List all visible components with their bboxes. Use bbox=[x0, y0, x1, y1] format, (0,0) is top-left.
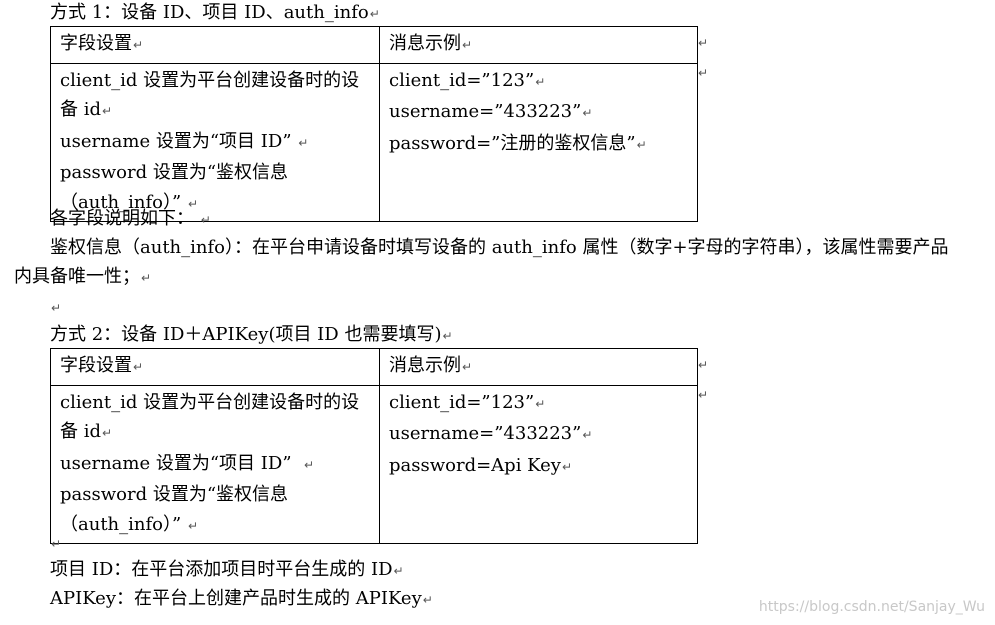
section1-left-line-4: password 设置为“鉴权信息 bbox=[60, 162, 289, 183]
empty-paragraph: ↵ bbox=[50, 530, 61, 557]
section2-header-message-example: 消息示例↵ bbox=[379, 348, 698, 386]
section1-left-line-3: username 设置为“项目 ID” ↵ bbox=[60, 130, 309, 152]
section1-title-text: 方式 1：设备 ID、项目 ID、auth_info bbox=[50, 2, 369, 23]
section2-left-line-5: （auth_info）” ↵ bbox=[60, 513, 198, 535]
section2-header-field-setting: 字段设置↵ bbox=[50, 348, 380, 386]
apikey-description: APIKey：在平台上创建产品时生成的 APIKey↵ bbox=[50, 588, 433, 609]
section2-left-line-3: username 设置为“项目 ID” ↵ bbox=[60, 452, 315, 474]
auth-info-description-line2: 内具备唯一性；↵ bbox=[14, 266, 152, 287]
paragraph-mark-icon: ↵ bbox=[393, 564, 404, 578]
section2-message-examples-cell: client_id=”123”↵ username=”433223”↵ pass… bbox=[379, 384, 698, 544]
section2-table: 字段设置↵ 消息示例↵ client_id 设置为平台创建设备时的设 备 id↵… bbox=[50, 348, 698, 544]
section2-right-line-1: client_id=”123”↵ bbox=[389, 391, 546, 413]
section2-title-text: 方式 2：设备 ID＋APIKey(项目 ID 也需要填写) bbox=[50, 324, 442, 345]
section1-right-line-2: username=”433223”↵ bbox=[389, 101, 593, 122]
section2-right-line-2: username=”433223”↵ bbox=[389, 423, 593, 444]
section1-header-message-example: 消息示例↵ bbox=[379, 26, 698, 64]
section1-table-header-row: 字段设置↵ 消息示例↵ bbox=[50, 26, 698, 64]
section1-left-line-5: （auth_info）” ↵ bbox=[60, 191, 198, 213]
notes-heading: 各字段说明如下： ↵ bbox=[50, 208, 211, 229]
paragraph-mark-icon: ↵ bbox=[561, 459, 573, 474]
watermark: https://blog.csdn.net/Sanjay_Wu bbox=[758, 599, 985, 615]
paragraph-mark-icon: ↵ bbox=[422, 593, 433, 607]
paragraph-mark-icon: ↵ bbox=[102, 104, 113, 118]
row-end-mark-icon: ↵ bbox=[698, 388, 709, 402]
section1-message-examples-cell: client_id=”123”↵ username=”433223”↵ pass… bbox=[379, 62, 698, 222]
paragraph-mark-icon: ↵ bbox=[51, 301, 62, 315]
row-end-mark-icon: ↵ bbox=[698, 358, 709, 372]
paragraph-mark-icon: ↵ bbox=[303, 457, 315, 472]
paragraph-mark-icon: ↵ bbox=[200, 213, 211, 227]
section2-table-header-row: 字段设置↵ 消息示例↵ bbox=[50, 348, 698, 386]
section1-left-line-2: 备 id↵ bbox=[60, 99, 113, 120]
empty-paragraph: ↵ bbox=[50, 294, 61, 321]
paragraph-mark-icon: ↵ bbox=[141, 271, 152, 285]
section1-table-body-row: client_id 设置为平台创建设备时的设 备 id↵ username 设置… bbox=[50, 62, 698, 222]
section2-left-line-1: client_id 设置为平台创建设备时的设 bbox=[60, 391, 360, 413]
paragraph-mark-icon: ↵ bbox=[462, 360, 473, 374]
section2-field-settings-cell: client_id 设置为平台创建设备时的设 备 id↵ username 设置… bbox=[50, 384, 380, 544]
section2-left-line-4: password 设置为“鉴权信息 bbox=[60, 484, 289, 505]
paragraph-mark-icon: ↵ bbox=[369, 7, 380, 21]
paragraph-mark-icon: ↵ bbox=[582, 428, 593, 442]
section1-header-field-setting: 字段设置↵ bbox=[50, 26, 380, 64]
section2-title: 方式 2：设备 ID＋APIKey(项目 ID 也需要填写)↵ bbox=[50, 322, 453, 349]
paragraph-mark-icon: ↵ bbox=[298, 135, 309, 150]
paragraph-mark-icon: ↵ bbox=[133, 38, 144, 52]
paragraph-mark-icon: ↵ bbox=[102, 426, 113, 440]
section1-field-settings-cell: client_id 设置为平台创建设备时的设 备 id↵ username 设置… bbox=[50, 62, 380, 222]
paragraph-mark-icon: ↵ bbox=[442, 329, 453, 343]
paragraph-mark-icon: ↵ bbox=[187, 518, 198, 533]
section1-table: 字段设置↵ 消息示例↵ client_id 设置为平台创建设备时的设 备 id↵… bbox=[50, 26, 698, 222]
paragraph-mark-icon: ↵ bbox=[187, 196, 198, 211]
paragraph-mark-icon: ↵ bbox=[636, 137, 647, 152]
project-id-description: 项目 ID：在平台添加项目时平台生成的 ID↵ bbox=[50, 559, 404, 580]
section1-right-line-1: client_id=”123”↵ bbox=[389, 69, 546, 91]
paragraph-mark-icon: ↵ bbox=[582, 106, 593, 120]
paragraph-mark-icon: ↵ bbox=[51, 537, 62, 551]
paragraph-mark-icon: ↵ bbox=[133, 360, 144, 374]
paragraph-mark-icon: ↵ bbox=[535, 74, 546, 89]
section2-right-line-3: password=Api Key↵ bbox=[389, 454, 573, 476]
section1-right-line-3: password=”注册的鉴权信息”↵ bbox=[389, 132, 647, 154]
row-end-mark-icon: ↵ bbox=[698, 66, 709, 80]
paragraph-mark-icon: ↵ bbox=[462, 38, 473, 52]
paragraph-mark-icon: ↵ bbox=[535, 396, 546, 411]
section1-title: 方式 1：设备 ID、项目 ID、auth_info↵ bbox=[50, 0, 380, 27]
section2-table-body-row: client_id 设置为平台创建设备时的设 备 id↵ username 设置… bbox=[50, 384, 698, 544]
auth-info-description-line1: 鉴权信息（auth_info）：在平台申请设备时填写设备的 auth_info … bbox=[50, 237, 949, 258]
section2-left-line-2: 备 id↵ bbox=[60, 421, 113, 442]
row-end-mark-icon: ↵ bbox=[698, 36, 709, 50]
section1-left-line-1: client_id 设置为平台创建设备时的设 bbox=[60, 69, 360, 91]
